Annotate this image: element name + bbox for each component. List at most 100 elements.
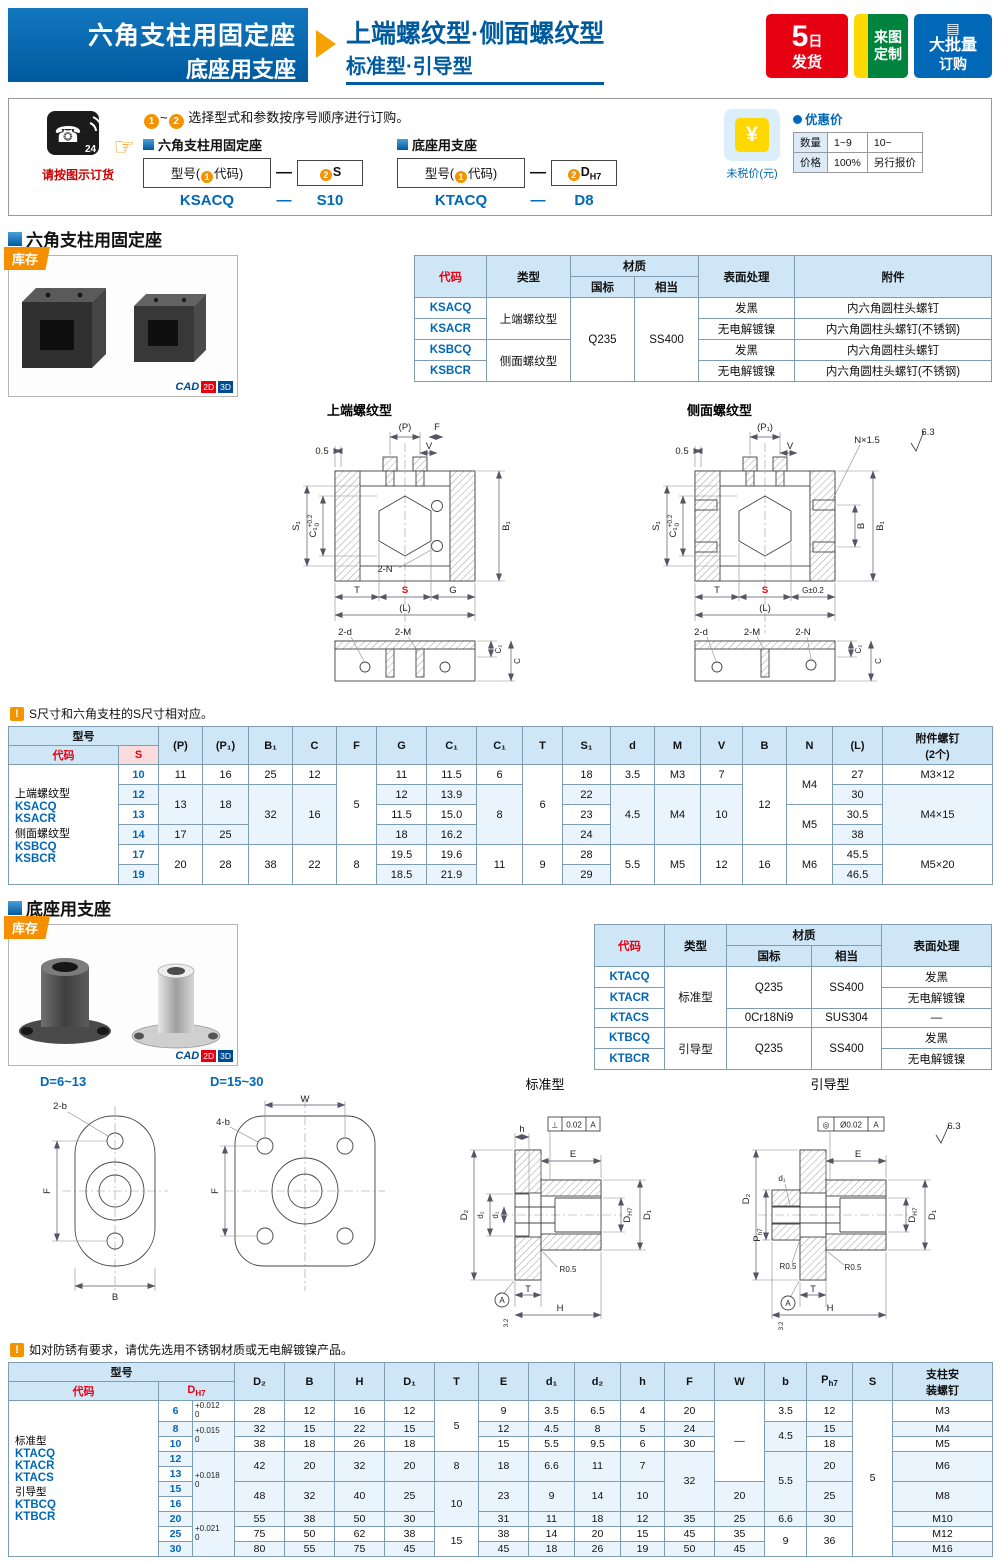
dim-label: B (112, 1292, 118, 1303)
size-value: 6 (158, 1400, 193, 1422)
col-header: C₁ (426, 726, 477, 765)
page-title-line2: 底座用支座 (185, 57, 296, 82)
dim-label: R0.5 (560, 1265, 577, 1274)
table-cell: Q235 (570, 297, 635, 382)
dim-label: B₁ (875, 521, 886, 531)
dim-label: H (557, 1303, 564, 1314)
badge-bulk-line2: 订购 (939, 55, 967, 72)
badge-day-unit: 日 (808, 33, 823, 49)
table-cell: 20 (284, 1450, 335, 1482)
table-cell: M8 (892, 1480, 993, 1512)
dim-label: T (810, 1284, 816, 1295)
badge-bulk-order: ▤ 大批量 订购 (914, 14, 992, 78)
note-text: S尺寸和六角支柱的S尺寸相对应。 (29, 707, 214, 721)
table-cell: M5×20 (882, 844, 993, 885)
block-front-view (694, 456, 836, 582)
table-cell: 7 (700, 764, 743, 785)
table-cell: 12 (478, 1420, 529, 1437)
table-cell: KTACR (594, 987, 665, 1009)
dim-label-dh7: DH7 (907, 1207, 919, 1223)
col-header-model: 型号 (8, 726, 159, 746)
table-cell: 30.5 (832, 804, 883, 825)
table-cell: M10 (892, 1510, 993, 1527)
example-param: D8 (574, 192, 594, 209)
table-cell: 9 (522, 844, 563, 885)
table-cell: 12 (292, 764, 337, 785)
drawing-flange-large: D=15~30 W 4-b F (210, 1074, 400, 1311)
dim-label: B (856, 523, 867, 529)
table-cell: 20 (384, 1450, 435, 1482)
note-fixture: ! S尺寸和六角支柱的S尺寸相对应。 (10, 705, 990, 722)
step1-badge: 1 (455, 171, 467, 183)
dim-label: d₁ (778, 1174, 785, 1183)
svg-text:24: 24 (85, 144, 97, 155)
col-header: d (610, 726, 655, 765)
col-header: N (786, 726, 833, 765)
table-cell: Q235 (726, 966, 812, 1009)
blue-square-bullet (397, 139, 408, 150)
col-header-d: DH7 (158, 1381, 235, 1401)
table-cell: 16 (292, 784, 337, 845)
col-header: d₁ (528, 1362, 575, 1401)
drawing-title: 引导型 (810, 1077, 850, 1092)
model-code: KTACQ (15, 1448, 56, 1461)
table-cell: M16 (892, 1540, 993, 1557)
table-cell: SUS304 (811, 1008, 882, 1028)
size-value: 10 (118, 764, 159, 785)
badge-bulk-line1: 大批量 (928, 37, 977, 55)
model-code: KTBCQ (15, 1499, 56, 1512)
dim-label: E (855, 1149, 861, 1160)
table-cell: 38 (832, 824, 883, 845)
step2-badge: 2 (567, 168, 580, 181)
dimensions: (P₁) V 0.5 N×1.5 6.3 S₁ C₁+0.20 B (651, 422, 935, 621)
table-cell: 32 (334, 1450, 385, 1482)
model-code: KSBCR (15, 852, 56, 865)
table-cell: M5 (786, 804, 833, 845)
type-label: 标准型 (15, 1435, 47, 1448)
table-cell: 内六角圆柱头螺钉 (794, 297, 992, 319)
table-cell: 25 (202, 824, 249, 845)
table-cell: 6.6 (528, 1450, 575, 1482)
dim-label-dh7: DH7 (622, 1207, 634, 1223)
table-cell: 30 (832, 784, 883, 805)
drawing-guide-type: 引导型 ◎ (690, 1074, 970, 1335)
col-header-equivalent: 相当 (811, 945, 882, 967)
table-cell: 3.5 (610, 764, 655, 785)
col-header: b (764, 1362, 807, 1401)
table-cell: 18 (528, 1540, 575, 1557)
col-header: T (434, 1362, 479, 1401)
table-cell: 25 (806, 1480, 853, 1512)
table-cell: 10 (620, 1480, 665, 1512)
table-cell: M3×12 (882, 764, 993, 785)
page-title-line1: 六角支柱用固定座 (87, 22, 296, 50)
table-cell: 38 (478, 1525, 529, 1542)
table-cell: M5 (892, 1435, 993, 1452)
blue-square-bullet (8, 232, 22, 246)
table-cell: 21.9 (426, 864, 477, 885)
blue-square-bullet (143, 139, 154, 150)
table-cell: 18 (284, 1435, 335, 1452)
table-cell: 38 (234, 1435, 285, 1452)
table-cell: 62 (334, 1525, 385, 1542)
table-cell: 50 (284, 1525, 335, 1542)
col-header-gb: 国标 (570, 276, 635, 298)
table-cell: 11 (476, 844, 523, 885)
col-header: M (654, 726, 701, 765)
dim-label: S₁ (651, 521, 662, 531)
table-cell: 20 (806, 1450, 853, 1482)
dim-label: 2-N (795, 627, 810, 638)
table-cell: 11 (158, 764, 203, 785)
col-header-type: 类型 (486, 255, 571, 298)
stock-badge: 库存 (4, 916, 51, 939)
col-header: G (376, 726, 427, 765)
model-code: KSACQ (15, 800, 57, 813)
table-cell: 15 (478, 1435, 529, 1452)
table-cell: 15 (806, 1420, 853, 1437)
size-value: 13 (118, 804, 159, 825)
